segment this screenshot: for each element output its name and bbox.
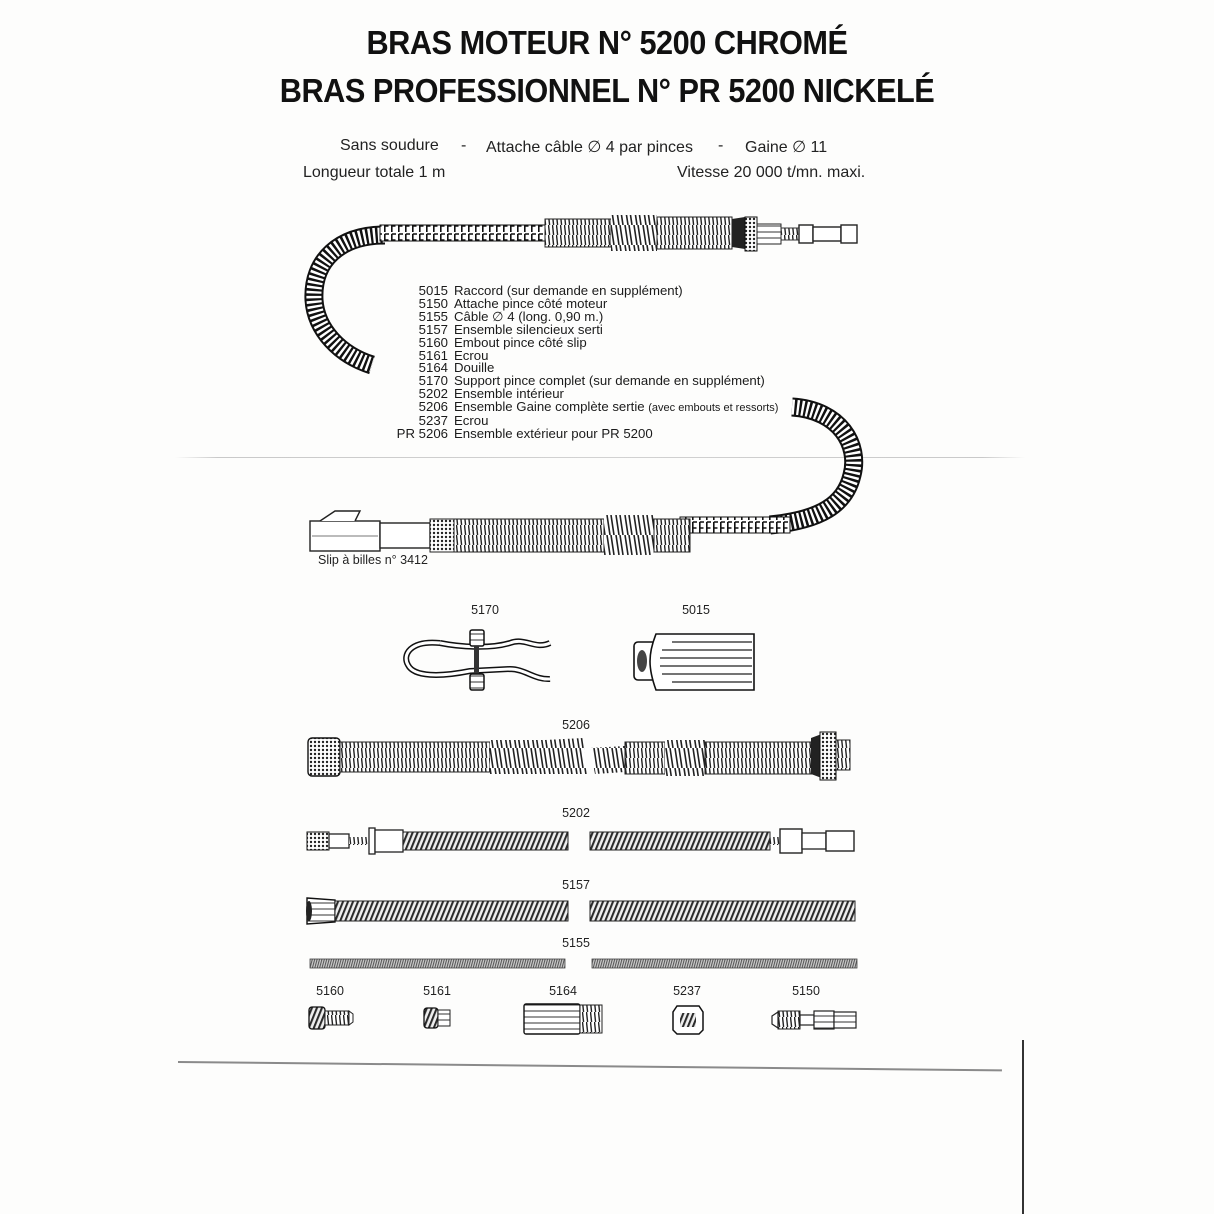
part-label-5150: 5150 (792, 984, 820, 998)
part-label-5160: 5160 (316, 984, 344, 998)
part-5164-douille-illustration (523, 1003, 603, 1035)
part-label-5170: 5170 (471, 603, 499, 617)
part-5160-embout-illustration (308, 1006, 354, 1030)
spec-separator: - (461, 137, 467, 154)
spec-separator: - (718, 137, 724, 154)
bottom-rule-divider (177, 1061, 1002, 1071)
part-5150-attache-illustration (771, 1010, 857, 1030)
part-5170-clamp-illustration (403, 629, 552, 691)
part-5157-silencieux-illustration (306, 897, 856, 925)
page-scan-edge (1022, 1040, 1024, 1214)
spec-vitesse: Vitesse 20 000 t/mn. maxi. (677, 164, 866, 181)
part-5237-ecrou-illustration (672, 1005, 704, 1035)
title-line-1: BRAS MOTEUR N° 5200 CHROMÉ (366, 24, 848, 61)
part-label-5206: 5206 (562, 718, 590, 732)
spec-sans-soudure: Sans soudure (340, 137, 439, 154)
part-label-5164: 5164 (549, 984, 577, 998)
slip-caption: Slip à billes n° 3412 (318, 553, 428, 567)
spec-gaine: Gaine ∅ 11 (745, 139, 828, 156)
part-label-5161: 5161 (423, 984, 451, 998)
part-label-5237: 5237 (673, 984, 701, 998)
part-label-5202: 5202 (562, 806, 590, 820)
part-5206-gaine-illustration (307, 731, 851, 781)
arm-assembly-bottom-illustration (309, 397, 864, 555)
spec-attache-cable: Attache câble ∅ 4 par pinces (486, 139, 693, 156)
paper-fold-line (175, 457, 1025, 458)
title-line-2: BRAS PROFESSIONNEL N° PR 5200 NICKELÉ (279, 72, 935, 109)
part-5202-interieur-illustration (306, 827, 855, 855)
part-label-5157: 5157 (562, 878, 590, 892)
spec-longueur: Longueur totale 1 m (303, 164, 446, 181)
arm-assembly-top-illustration (304, 215, 858, 375)
part-5161-ecrou-illustration (423, 1007, 451, 1029)
part-5015-raccord-illustration (633, 633, 755, 691)
part-label-5155: 5155 (562, 936, 590, 950)
part-label-5015: 5015 (682, 603, 710, 617)
part-5155-cable-illustration (309, 958, 858, 969)
